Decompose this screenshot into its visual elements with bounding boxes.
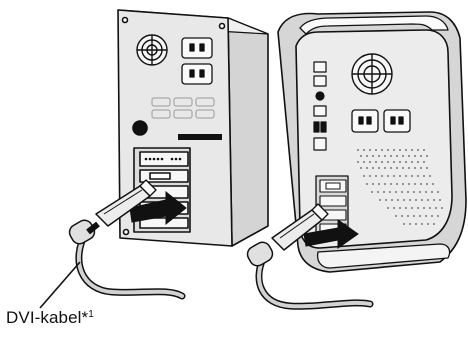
caption-leader-line (40, 262, 80, 308)
fan-grill-icon (137, 35, 167, 65)
fan-grill-icon (352, 54, 392, 94)
cable-caption: DVI-kabel*1 (6, 308, 94, 328)
caption-text: DVI-kabel* (6, 308, 88, 327)
caption-footnote-mark: 1 (88, 309, 94, 320)
